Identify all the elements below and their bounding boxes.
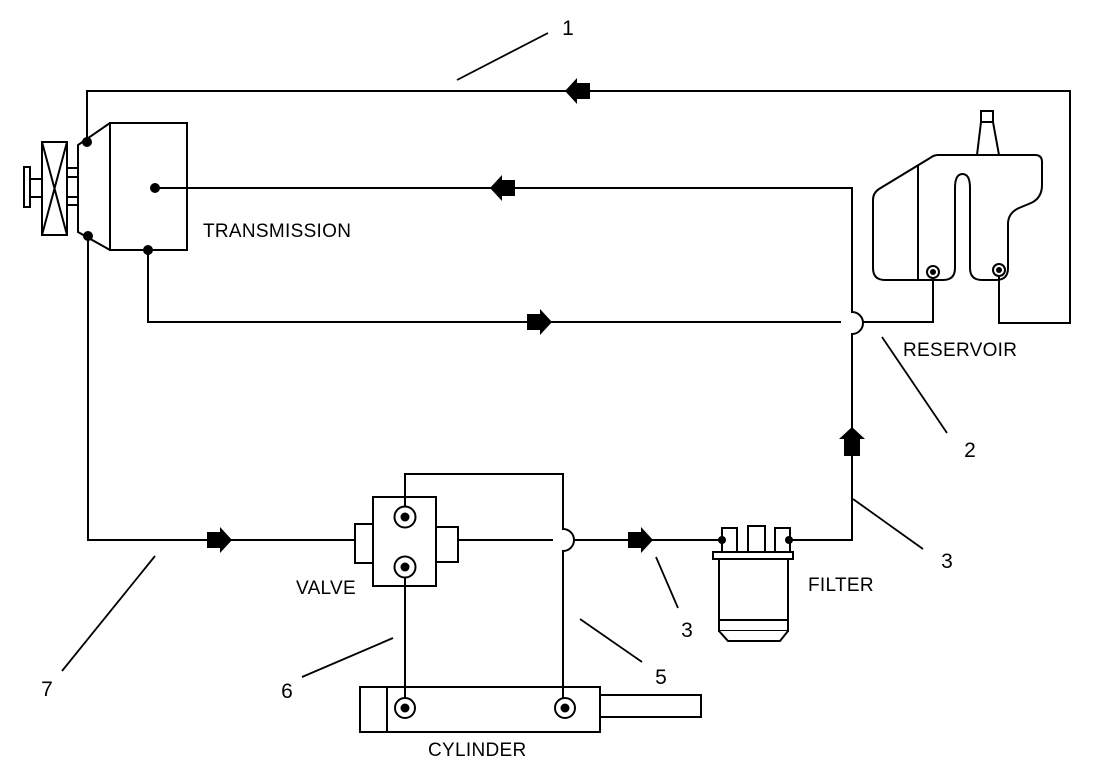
callout-number-3-lower: 3: [681, 619, 693, 642]
cylinder-left-port-dot: [400, 703, 410, 713]
flow-arrows: [207, 78, 865, 553]
flow-arrow-right-icon: [207, 527, 232, 553]
leader-line-1: [456, 32, 549, 81]
valve-top-port-dot: [400, 512, 410, 522]
callout-number-3-upper: 3: [941, 550, 953, 573]
transmission-symbol: [23, 122, 188, 251]
callout-number-6: 6: [281, 680, 293, 703]
filter-base: [718, 630, 789, 642]
return-line: [147, 250, 934, 323]
valve-bottom-port-dot: [400, 562, 410, 572]
flow-arrow-left-icon: [490, 175, 515, 201]
leader-line-6: [301, 637, 394, 678]
reservoir-symbol: [872, 110, 1043, 281]
callout-number-7: 7: [41, 678, 53, 701]
valve-symbol: [354, 496, 459, 587]
transmission-center-junction-dot: [150, 183, 160, 193]
callout-number-1: 1: [562, 17, 574, 40]
transmission-bottom-junction-dot: [143, 245, 153, 255]
valve-label: VALVE: [296, 578, 356, 599]
callout-leader-lines: [61, 32, 948, 678]
valve-to-cylinder-rod-end-line: [404, 473, 575, 698]
transmission-lower-junction-dot: [83, 231, 93, 241]
filter-label: FILTER: [808, 575, 874, 596]
flow-arrow-right-icon: [527, 309, 552, 335]
cylinder-label: CYLINDER: [428, 740, 527, 761]
valve-left-tab: [354, 523, 374, 564]
leader-line-3-upper: [852, 498, 924, 550]
reservoir-tank-outline: [872, 154, 1043, 281]
filter-center-fitting: [747, 525, 766, 553]
callout-number-5: 5: [655, 666, 667, 689]
reservoir-filler-neck: [975, 121, 1001, 156]
flow-arrow-left-icon: [565, 78, 590, 104]
bell-housing: [77, 122, 111, 251]
feed-line-to-valve: [87, 236, 355, 541]
valve-right-tab: [435, 526, 459, 563]
transmission-label: TRANSMISSION: [203, 221, 352, 242]
cylinder-right-port-dot: [560, 703, 570, 713]
pulley-shaft-flange: [23, 166, 31, 208]
junction-dots: [82, 137, 793, 544]
flow-arrow-up-icon: [839, 427, 865, 456]
pulley-shaft-lines: [30, 178, 42, 198]
flow-arrow-right-icon: [628, 527, 653, 553]
filter-outlet-dot: [785, 536, 793, 544]
leader-line-7: [61, 555, 156, 672]
reservoir-left-port-dot: [930, 269, 936, 275]
callout-number-2: 2: [964, 439, 976, 462]
reservoir-filler-cap: [980, 110, 994, 123]
filter-symbol: [712, 525, 794, 642]
leader-line-3-lower: [655, 556, 679, 609]
transmission-top-junction-dot: [82, 137, 92, 147]
leader-line-2: [881, 336, 948, 434]
filter-flange: [712, 551, 794, 560]
port-fittings: [393, 263, 1006, 719]
reservoir-right-port-dot: [996, 267, 1002, 273]
filter-to-transmission-line: [155, 187, 864, 541]
pulley-groove-cross: [41, 141, 68, 236]
supply-loop-line: [86, 90, 1071, 324]
cylinder-rod: [599, 694, 702, 718]
hydraulic-lines: [86, 90, 1071, 698]
leader-line-5: [579, 618, 643, 663]
reservoir-label: RESERVOIR: [903, 340, 1018, 361]
pulley-hub-bosses: [67, 167, 78, 206]
filter-inlet-dot: [718, 536, 726, 544]
transmission-case: [109, 122, 188, 251]
